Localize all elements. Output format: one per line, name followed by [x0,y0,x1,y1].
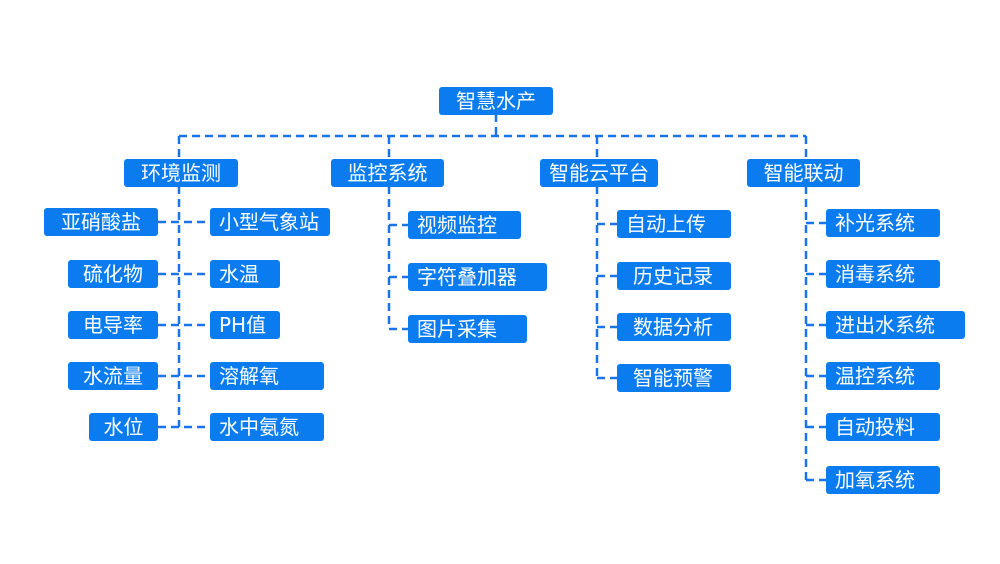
branch-smart-cloud-platform: 智能云平台 [540,159,658,187]
env-right-item: 水温 [210,260,280,288]
root-node: 智慧水产 [439,87,553,115]
env-left-item: 硫化物 [68,260,158,288]
branch-smart-linkage: 智能联动 [747,159,860,187]
cloud-item: 历史记录 [617,262,731,290]
env-left-item: 水流量 [68,362,158,390]
linkage-item: 进出水系统 [826,311,965,339]
cloud-item: 自动上传 [617,210,731,238]
monitor-item: 图片采集 [408,315,527,343]
env-right-item: 水中氨氮 [210,413,324,441]
linkage-item: 加氧系统 [826,466,940,494]
monitor-item: 视频监控 [408,211,521,239]
cloud-item: 智能预警 [617,364,731,392]
linkage-item: 自动投料 [826,413,940,441]
env-left-item: 水位 [89,413,158,441]
cloud-item: 数据分析 [617,313,731,341]
env-left-item: 电导率 [68,311,158,339]
env-right-item: 小型气象站 [210,208,330,236]
linkage-item: 消毒系统 [826,260,940,288]
branch-monitoring-system: 监控系统 [331,159,444,187]
env-right-item: PH值 [210,311,280,339]
monitor-item: 字符叠加器 [408,263,547,291]
env-left-item: 亚硝酸盐 [44,208,158,236]
linkage-item: 补光系统 [826,209,940,237]
env-right-item: 溶解氧 [210,362,324,390]
branch-environment-monitoring: 环境监测 [124,159,238,187]
linkage-item: 温控系统 [826,362,940,390]
